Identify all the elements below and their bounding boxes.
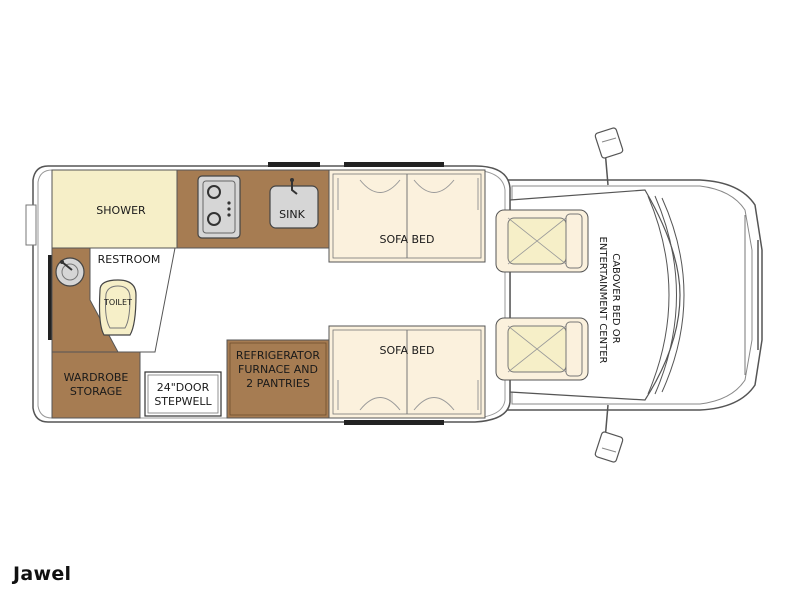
side-mirror-top [594,127,624,186]
restroom: TOILET RESTROOM [51,247,176,353]
sofa-bed-bottom-label: SOFA BED [380,344,435,357]
wardrobe-storage: WARDROBE STORAGE [51,351,141,419]
window-rear [48,255,53,340]
cabover-line-2: ENTERTAINMENT CENTER [597,237,608,364]
cab-seat-top [495,209,589,273]
cabover-line-1: CABOVER BED OR [610,253,621,343]
sink-label: SINK [279,208,305,221]
lav-faucet-icon [61,261,73,271]
model-name: Jawel [13,563,72,585]
lavatory-sink [55,257,85,287]
sofa-bed-bottom: SOFA BED [328,325,486,419]
door-stepwell: 24"DOOR STEPWELL [144,371,222,417]
cab-seat-bottom [495,317,589,381]
shower: SHOWER [51,169,178,249]
door-label-1: 24"DOOR [157,381,210,394]
faucet-icon [291,180,298,195]
fridge-label-3: 2 PANTRIES [246,377,310,390]
window-bottom [344,420,444,425]
burner-2-icon [207,212,221,226]
galley-sink: SINK [269,178,319,229]
fridge-label-1: REFRIGERATOR [236,349,321,362]
toilet: TOILET [98,279,137,336]
refrigerator-pantries: REFRIGERATOR FURNACE AND 2 PANTRIES [226,339,330,419]
galley-counter: SINK [176,169,330,249]
vehicle-cab: CABOVER BED OR ENTERTAINMENT CENTER [504,127,763,463]
wardrobe-label-1: WARDROBE [64,371,129,384]
window-top-2 [344,162,444,167]
toilet-label: TOILET [103,298,132,307]
door-label-2: STEPWELL [154,395,212,408]
window-top-1 [268,162,320,167]
wardrobe-label-2: STORAGE [70,385,122,398]
side-mirror-bottom [594,404,624,463]
restroom-label: RESTROOM [98,253,161,266]
stove-cooktop [197,175,241,239]
cabover-label: CABOVER BED OR ENTERTAINMENT CENTER [597,237,621,364]
sofa-bed-top-label: SOFA BED [380,233,435,246]
burner-1-icon [207,185,221,199]
shower-label: SHOWER [96,204,146,217]
fridge-label-2: FURNACE AND [238,363,318,376]
sofa-bed-top: SOFA BED [328,169,486,263]
